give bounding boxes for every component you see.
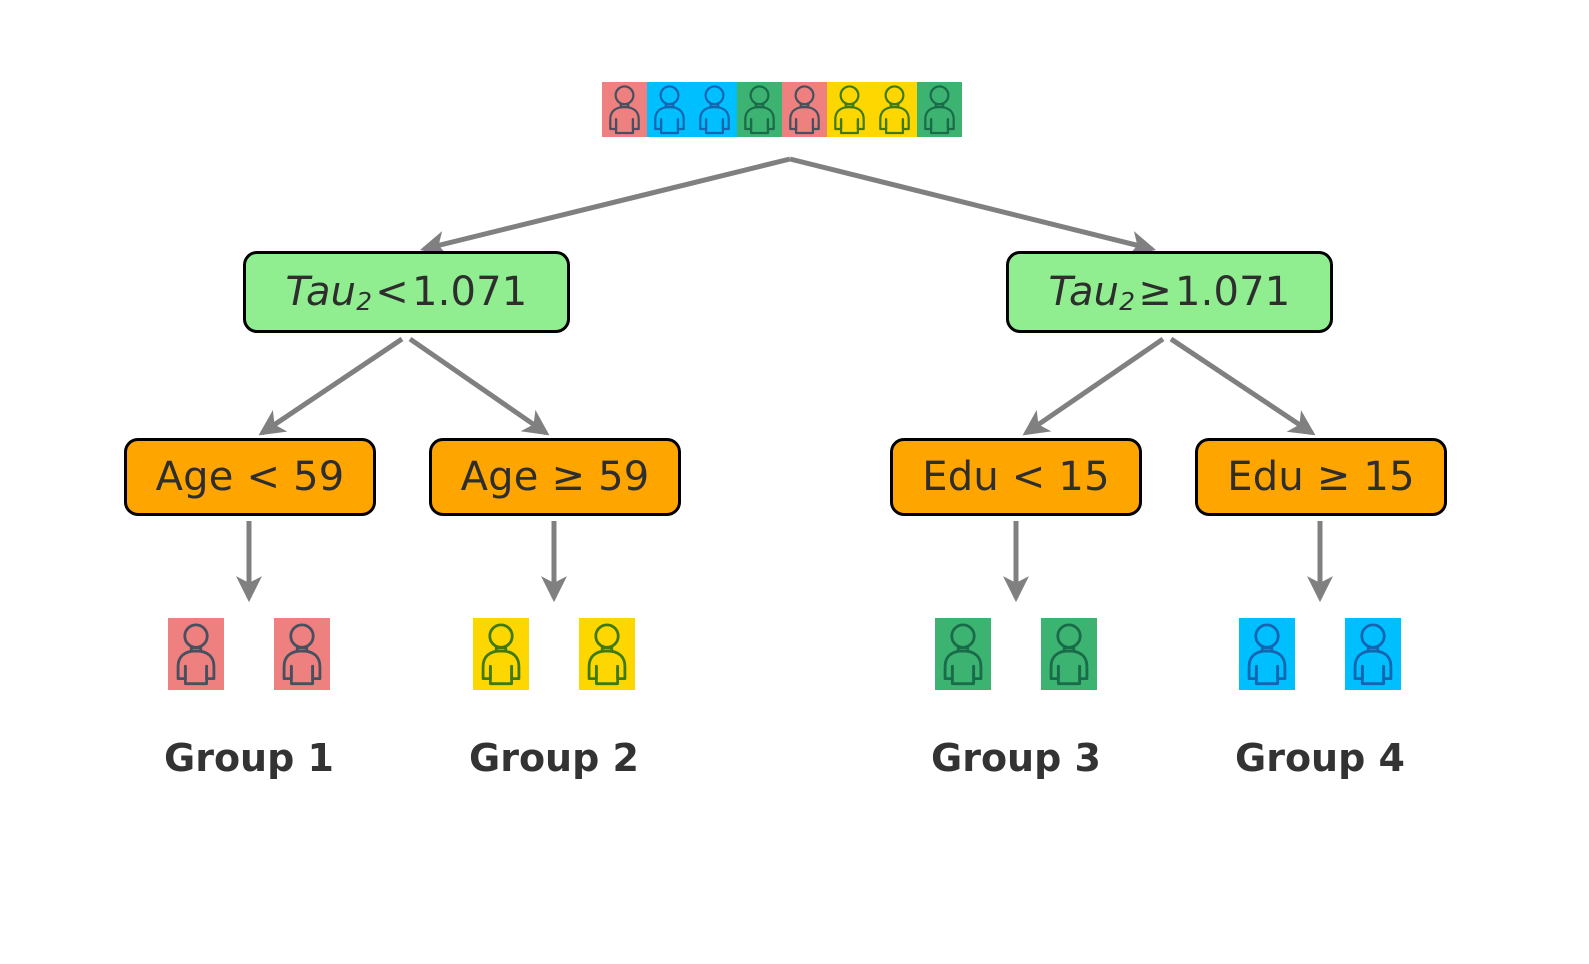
leaf-group-1-icons (99, 618, 399, 690)
person-icon (1239, 618, 1295, 690)
leaf-group-2: Group 2 (404, 618, 704, 780)
split-node-tau-lt-label: Tau2<1.071 (285, 269, 528, 317)
leaf-group-2-icons (404, 618, 704, 690)
split-node-edu-lt[interactable]: Edu < 15 (890, 438, 1142, 516)
split-node-tau-ge-label: Tau2≥1.071 (1048, 269, 1291, 317)
person-icon (782, 82, 827, 137)
edge-tau-ge-to-edu-ge (1169, 336, 1316, 436)
split-node-tau-ge[interactable]: Tau2≥1.071 (1006, 251, 1333, 333)
person-icon (602, 82, 647, 137)
split-node-edu-ge-label: Edu ≥ 15 (1227, 454, 1415, 500)
person-icon (935, 618, 991, 690)
leaf-group-4-icons (1170, 618, 1470, 690)
person-icon (168, 618, 224, 690)
person-icon (579, 618, 635, 690)
leaf-group-2-label: Group 2 (469, 736, 639, 780)
leaf-group-3-icons (866, 618, 1166, 690)
person-icon (647, 82, 692, 137)
person-icon (1345, 618, 1401, 690)
split-node-tau-lt[interactable]: Tau2<1.071 (243, 251, 570, 333)
edge-root-to-tau-lt (419, 156, 791, 257)
split-node-edu-lt-label: Edu < 15 (922, 454, 1110, 500)
split-node-age-lt-label: Age < 59 (155, 454, 345, 500)
person-icon (1041, 618, 1097, 690)
person-icon (274, 618, 330, 690)
person-icon (827, 82, 872, 137)
edge-tau-ge-to-edu-lt (1022, 336, 1165, 436)
split-node-age-lt[interactable]: Age < 59 (124, 438, 376, 516)
split-node-age-ge-label: Age ≥ 59 (460, 454, 650, 500)
leaf-group-4: Group 4 (1170, 618, 1470, 780)
leaf-group-3: Group 3 (866, 618, 1166, 780)
person-icon (737, 82, 782, 137)
person-icon (473, 618, 529, 690)
split-node-age-ge[interactable]: Age ≥ 59 (429, 438, 681, 516)
person-icon (872, 82, 917, 137)
leaf-group-4-label: Group 4 (1235, 736, 1405, 780)
root-sample-strip (602, 82, 962, 137)
person-icon (917, 82, 962, 137)
split-node-edu-ge[interactable]: Edu ≥ 15 (1195, 438, 1447, 516)
leaf-group-3-label: Group 3 (931, 736, 1101, 780)
edge-tau-lt-to-age-ge (408, 336, 550, 436)
edge-tau-lt-to-age-lt (258, 336, 404, 436)
leaf-group-1: Group 1 (99, 618, 399, 780)
edge-root-to-tau-ge (789, 156, 1157, 257)
leaf-group-1-label: Group 1 (164, 736, 334, 780)
person-icon (692, 82, 737, 137)
